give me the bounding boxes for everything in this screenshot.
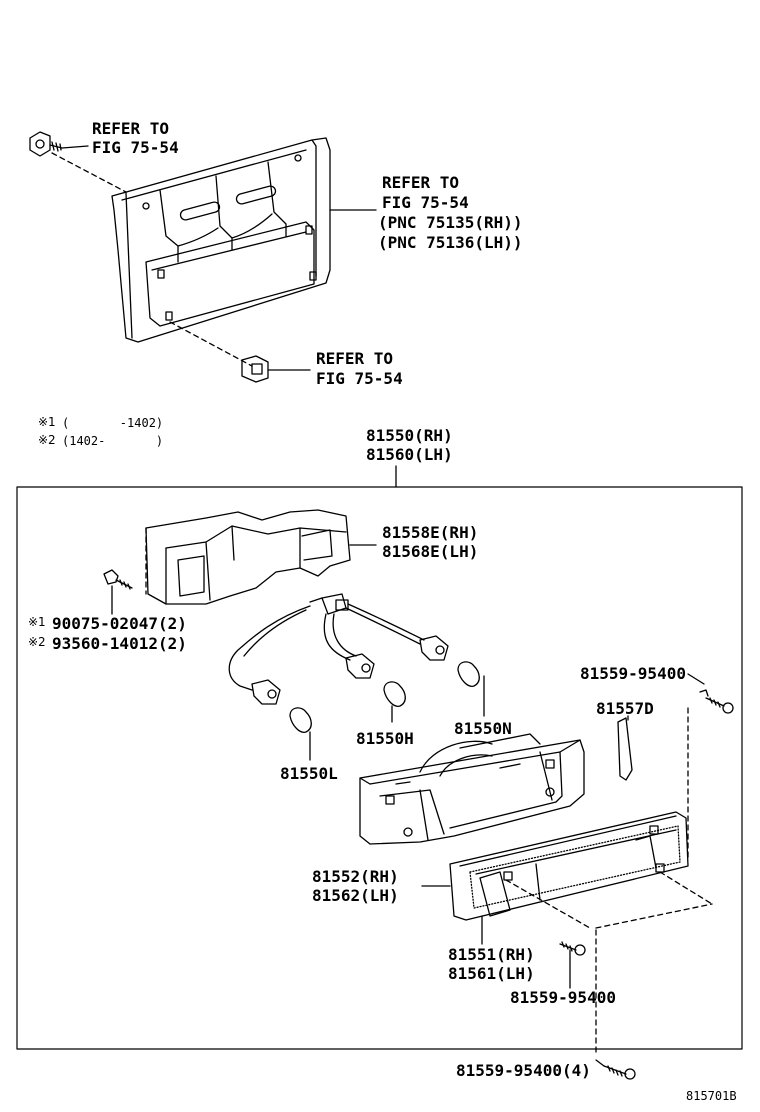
bulb-left-part: 81550L <box>280 764 338 783</box>
note2-text: (1402- ) <box>62 434 164 448</box>
cover-screw-icon <box>103 569 133 615</box>
screw-right-part: 81559-95400 <box>580 664 686 683</box>
gasket-part: 81557D <box>596 699 654 718</box>
note1-mark: ※1 <box>38 415 56 429</box>
lamp-assy-rh: 81550(RH) <box>366 426 453 445</box>
bulb-right-icon <box>457 661 485 717</box>
gasket-drawing <box>617 715 633 781</box>
screw-left-mark1: ※1 <box>28 615 46 629</box>
refer-bracket-line1: REFER TO <box>382 173 460 192</box>
refer-bracket-line2: FIG 75-54 <box>382 193 469 212</box>
reflector-lh: 81561(LH) <box>448 964 535 983</box>
refer-clip-line1: REFER TO <box>316 349 394 368</box>
bulb-right-part: 81550N <box>454 719 512 738</box>
bottom-screw-icon <box>595 1059 636 1080</box>
reflector-rh: 81551(RH) <box>448 945 535 964</box>
refer-bolt-line1: REFER TO <box>92 119 170 138</box>
bracket-clip-icon <box>241 355 311 383</box>
refer-clip-line2: FIG 75-54 <box>316 369 403 388</box>
assembly-frame <box>16 486 743 1050</box>
bracket-bolt-icon <box>29 131 63 157</box>
lamp-assy-lh: 81560(LH) <box>366 445 453 464</box>
bulb-left-icon <box>289 707 312 761</box>
right-screw-icon <box>687 673 734 861</box>
cover-lh: 81568E(LH) <box>382 542 479 561</box>
wire-harness-drawing <box>228 593 449 705</box>
screw-bottom-part: 81559-95400(4) <box>456 1061 591 1080</box>
plate-bracket-drawing <box>29 131 377 383</box>
screw-left-part2: 93560-14012(2) <box>52 634 187 653</box>
lens-rh: 81552(RH) <box>312 867 399 886</box>
refer-bracket-line3: (PNC 75135(RH)) <box>378 213 523 232</box>
screw-left-part1: 90075-02047(2) <box>52 614 187 633</box>
bulb-mid-part: 81550H <box>356 729 414 748</box>
lamp-housing-drawing <box>359 733 585 845</box>
screw-bottom-mid-part: 81559-95400 <box>510 988 616 1007</box>
lens-lh: 81562(LH) <box>312 886 399 905</box>
figure-id: 815701B <box>686 1089 737 1103</box>
refer-bolt-line2: FIG 75-54 <box>92 138 179 157</box>
bottom-mid-screw-icon <box>559 941 586 989</box>
lamp-cover-drawing <box>145 509 377 605</box>
cover-rh: 81558E(RH) <box>382 523 479 542</box>
note1-text: ( -1402) <box>62 416 164 430</box>
screw-left-mark2: ※2 <box>28 635 46 649</box>
note2-mark: ※2 <box>38 433 56 447</box>
lens-drawing <box>421 811 713 1057</box>
bulb-mid-icon <box>383 681 406 723</box>
refer-bracket-line4: (PNC 75136(LH)) <box>378 233 523 252</box>
